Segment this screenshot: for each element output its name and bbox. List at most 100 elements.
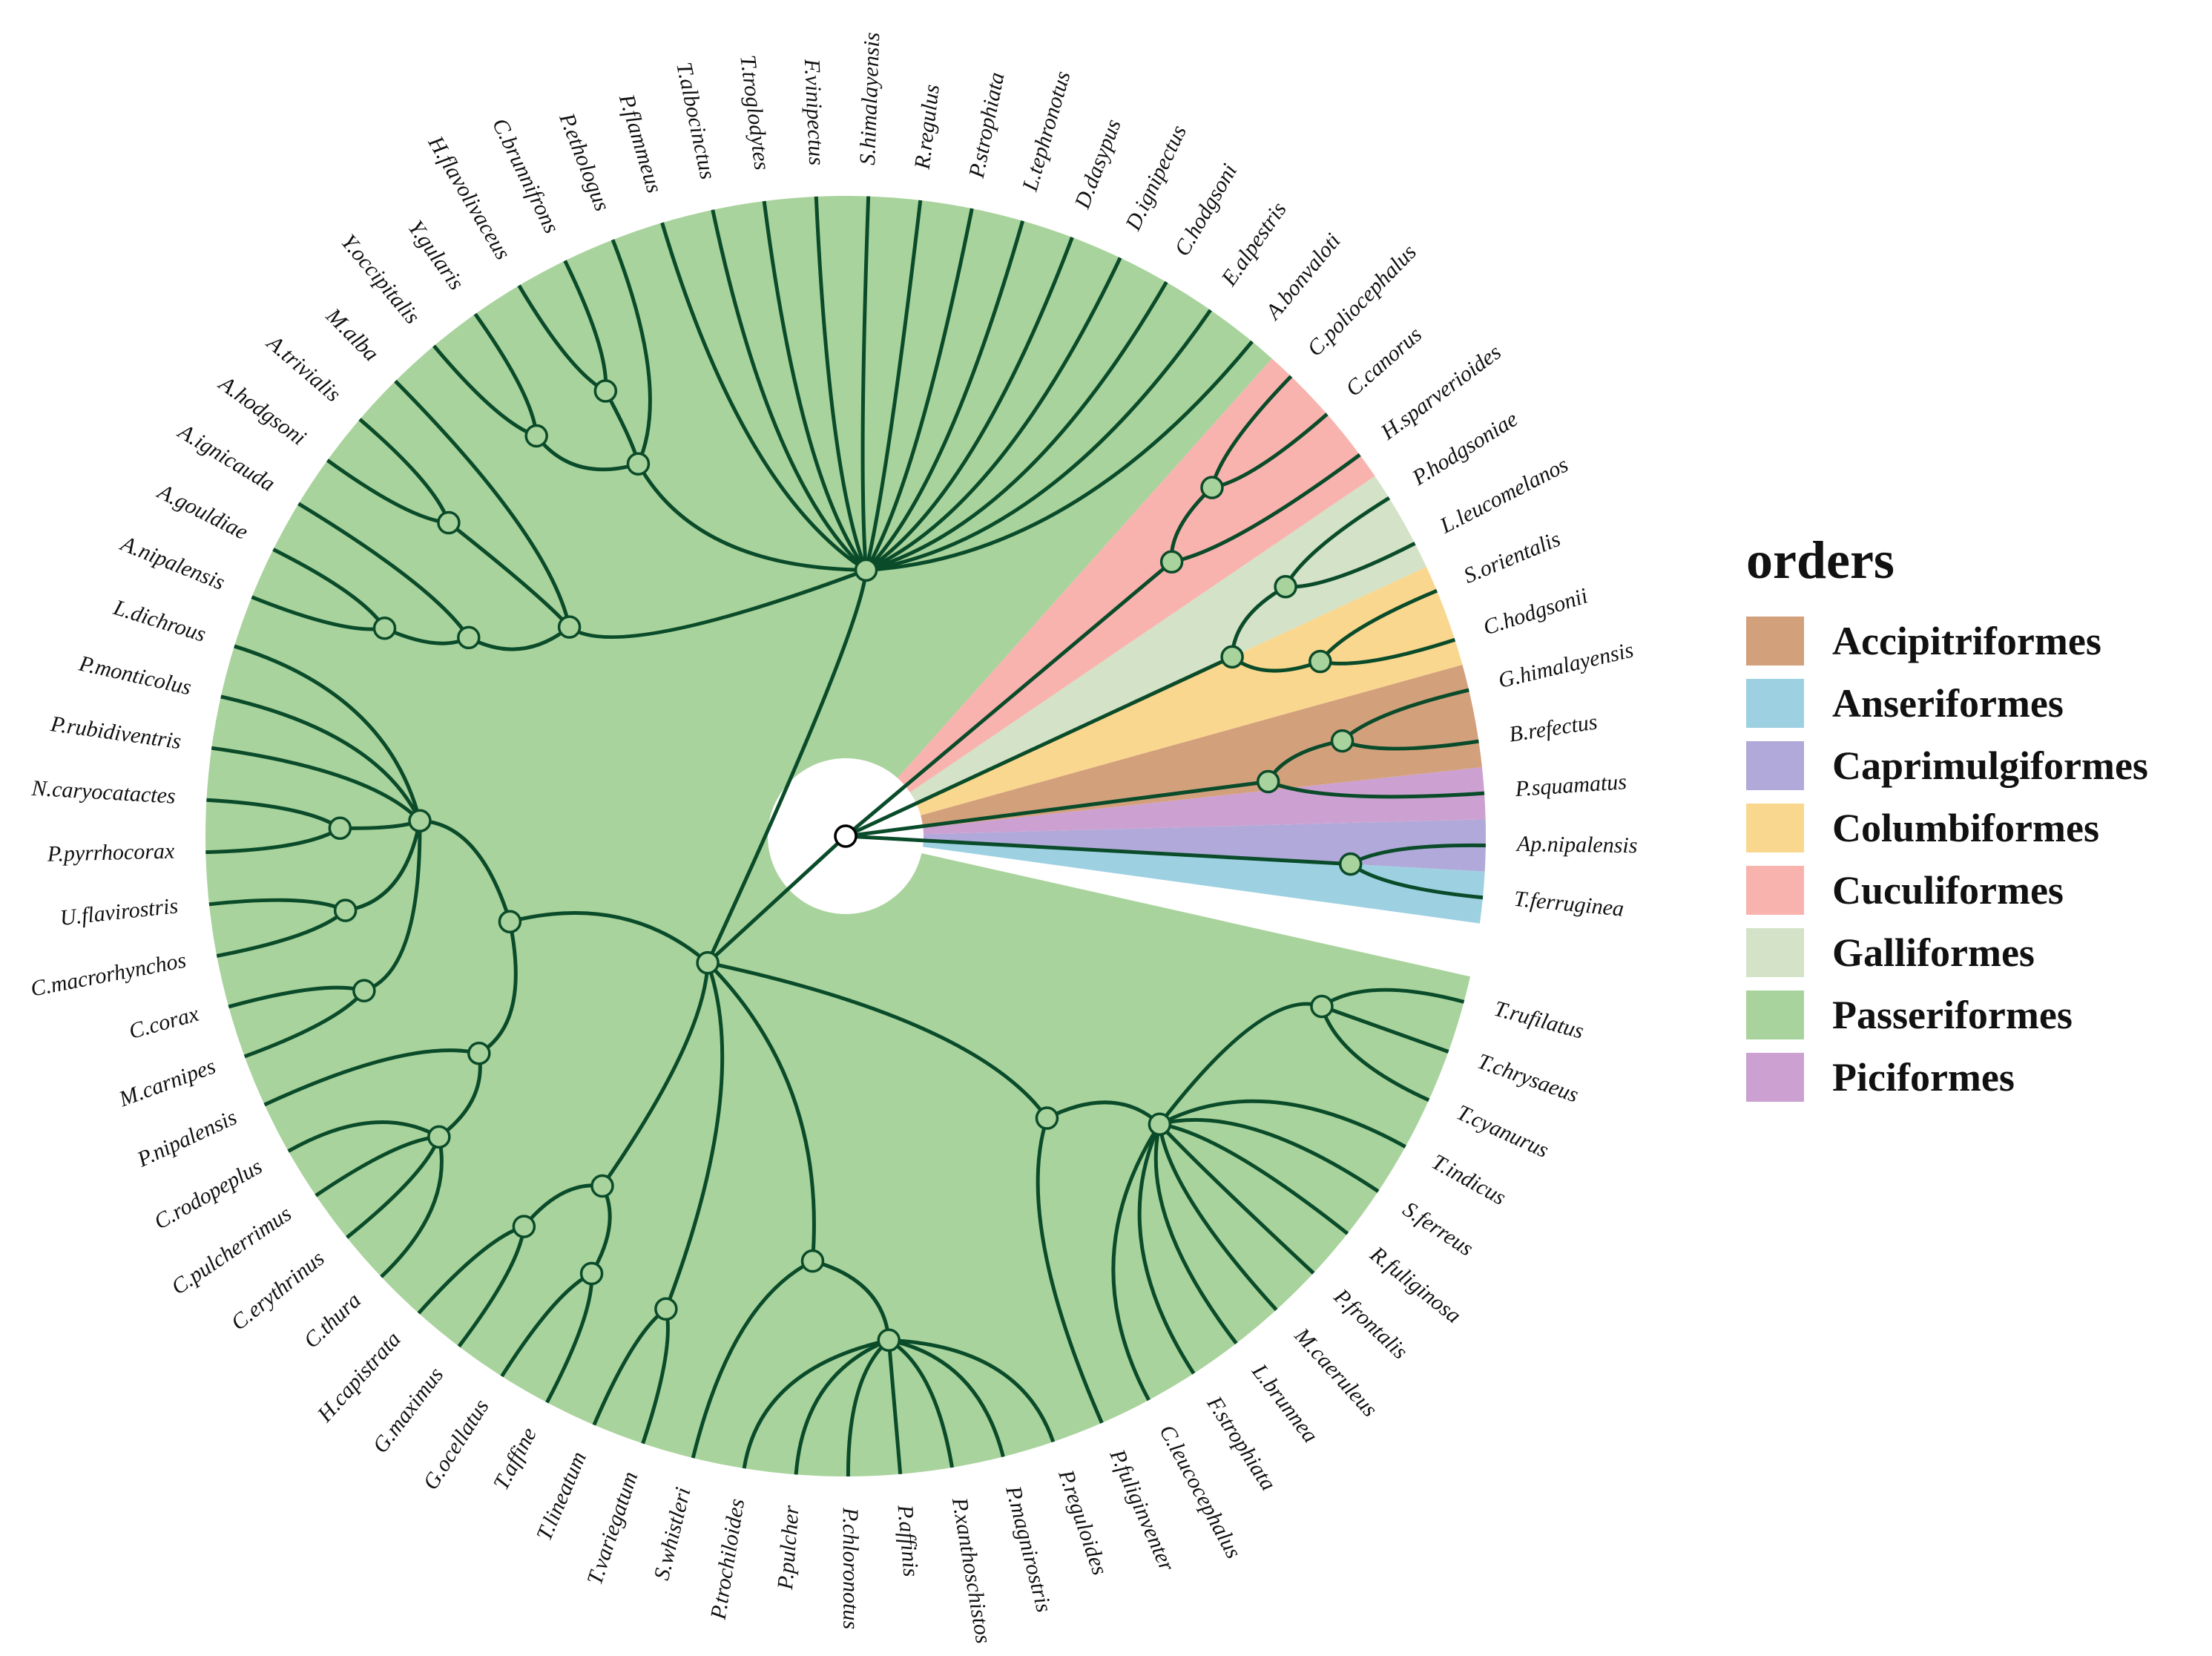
tree-branch <box>380 1136 444 1278</box>
legend-swatch <box>1746 1053 1804 1102</box>
tree-branch <box>211 746 421 822</box>
tree-branch <box>1159 1117 1380 1193</box>
tip-label: T.ferruginea <box>1513 887 1625 921</box>
tree-branch <box>865 280 1168 572</box>
legend-item: Cuculiformes <box>1728 859 2188 921</box>
legend-swatch <box>1746 679 1804 728</box>
tip-label: M.alba <box>320 303 384 367</box>
legend-item: Caprimulgiformes <box>1728 735 2188 797</box>
order-sector <box>909 476 1426 804</box>
tip-label: C.corax <box>126 1002 202 1045</box>
legend-item: Columbiformes <box>1728 797 2188 859</box>
tree-branch <box>1153 1123 1238 1345</box>
tree-branch <box>1137 1123 1196 1375</box>
tree-node <box>437 510 461 535</box>
tree-node <box>524 424 548 448</box>
tree-branch <box>1158 1002 1323 1126</box>
tip-label: C.hodgsonii <box>1480 583 1590 640</box>
legend-label: Galliformes <box>1832 930 2035 975</box>
tree-branch <box>865 236 1074 572</box>
tree-node <box>333 898 358 922</box>
tree-branch <box>711 209 868 572</box>
tree-node <box>498 910 522 933</box>
tree-branch <box>600 962 710 1187</box>
tip-label: G.ocellatus <box>418 1395 494 1494</box>
tip-label: C.thura <box>299 1288 366 1353</box>
tree-node <box>1148 1112 1172 1136</box>
tree-branch <box>864 220 1025 572</box>
tree-branch <box>794 1338 890 1475</box>
tree-branch <box>1171 453 1361 564</box>
tip-label: N.caryocatactes <box>30 776 177 809</box>
tree-branch <box>234 644 422 821</box>
tree-node <box>1159 550 1184 574</box>
legend-swatch <box>1746 990 1804 1039</box>
tip-label: P.xanthoschistos <box>947 1495 996 1645</box>
legend-label: Cuculiformes <box>1832 868 2064 913</box>
tip-label: A.gouldiae <box>153 479 252 545</box>
tip-label: P.magnirostris <box>1001 1482 1056 1614</box>
tree-branch <box>509 911 709 965</box>
legend-label: Passeriformes <box>1832 993 2073 1037</box>
tip-label: P.flammeus <box>614 91 667 196</box>
tree-node <box>408 809 432 832</box>
tree-branch <box>1320 1005 1430 1103</box>
tree-branch <box>706 961 816 1261</box>
tip-label: E.alpestris <box>1217 197 1291 291</box>
legend-label: Columbiformes <box>1832 806 2099 850</box>
tree-node <box>557 615 582 639</box>
tip-label: A.ignicauda <box>173 418 279 496</box>
order-sector <box>916 566 1463 815</box>
legend-swatch <box>1746 866 1804 915</box>
legend-item: Accipitriformes <box>1728 610 2188 672</box>
tree-node <box>1338 852 1363 876</box>
legend-swatch <box>1746 741 1804 790</box>
legend-item: Piciformes <box>1728 1046 2188 1108</box>
tree-branch <box>865 257 1122 572</box>
legend-label: Piciformes <box>1832 1055 2015 1100</box>
tip-label: C.rodopeplus <box>150 1154 266 1235</box>
tip-label: Y.gularis <box>403 216 469 295</box>
tree-node <box>1035 1106 1059 1130</box>
tip-label: T.troglodytes <box>735 53 774 171</box>
tree-branch <box>1159 1099 1406 1149</box>
tip-label: D.ignipectus <box>1120 122 1191 235</box>
tree-branch <box>535 434 639 472</box>
tree-branch <box>419 818 512 922</box>
tree-node <box>590 1174 614 1198</box>
tree-branch <box>888 1338 1005 1458</box>
tip-label: S.orientalis <box>1461 527 1564 588</box>
tree-node <box>328 816 352 841</box>
tip-label: C.brunnifrons <box>487 114 564 237</box>
tip-label: T.chrysaeus <box>1474 1049 1581 1108</box>
tip-label: L.brunnea <box>1247 1358 1323 1447</box>
tree-branch <box>887 1338 954 1468</box>
tip-label: T.affine <box>489 1424 542 1494</box>
tree-branch <box>860 196 871 571</box>
tip-label: T.rufilatus <box>1492 996 1587 1044</box>
tree-branch <box>1157 1123 1278 1312</box>
tree-node <box>877 1328 901 1353</box>
tree-node <box>457 625 481 650</box>
tree-branch <box>1267 780 1485 799</box>
tip-label: B.refectus <box>1507 709 1599 746</box>
tree-branch <box>394 379 572 628</box>
tip-label: P.pulcher <box>773 1504 804 1591</box>
tip-label: T.variegatum <box>582 1468 643 1588</box>
tree-node <box>1256 769 1280 794</box>
tree-branch <box>844 560 1174 838</box>
tree-node <box>626 452 651 476</box>
tip-label: P.affinis <box>892 1503 923 1577</box>
tree-branch <box>1036 1117 1104 1424</box>
tree-branch <box>478 921 518 1055</box>
tip-label: T.cyanurus <box>1453 1100 1553 1163</box>
tree-branch <box>363 821 422 993</box>
tip-label: U.flavirostris <box>59 893 179 930</box>
legend-swatch <box>1746 928 1804 977</box>
tip-label: L.tephronotus <box>1018 68 1076 194</box>
tree-node <box>467 1042 491 1065</box>
tree-branch <box>762 200 868 571</box>
tree-branch <box>664 962 725 1310</box>
